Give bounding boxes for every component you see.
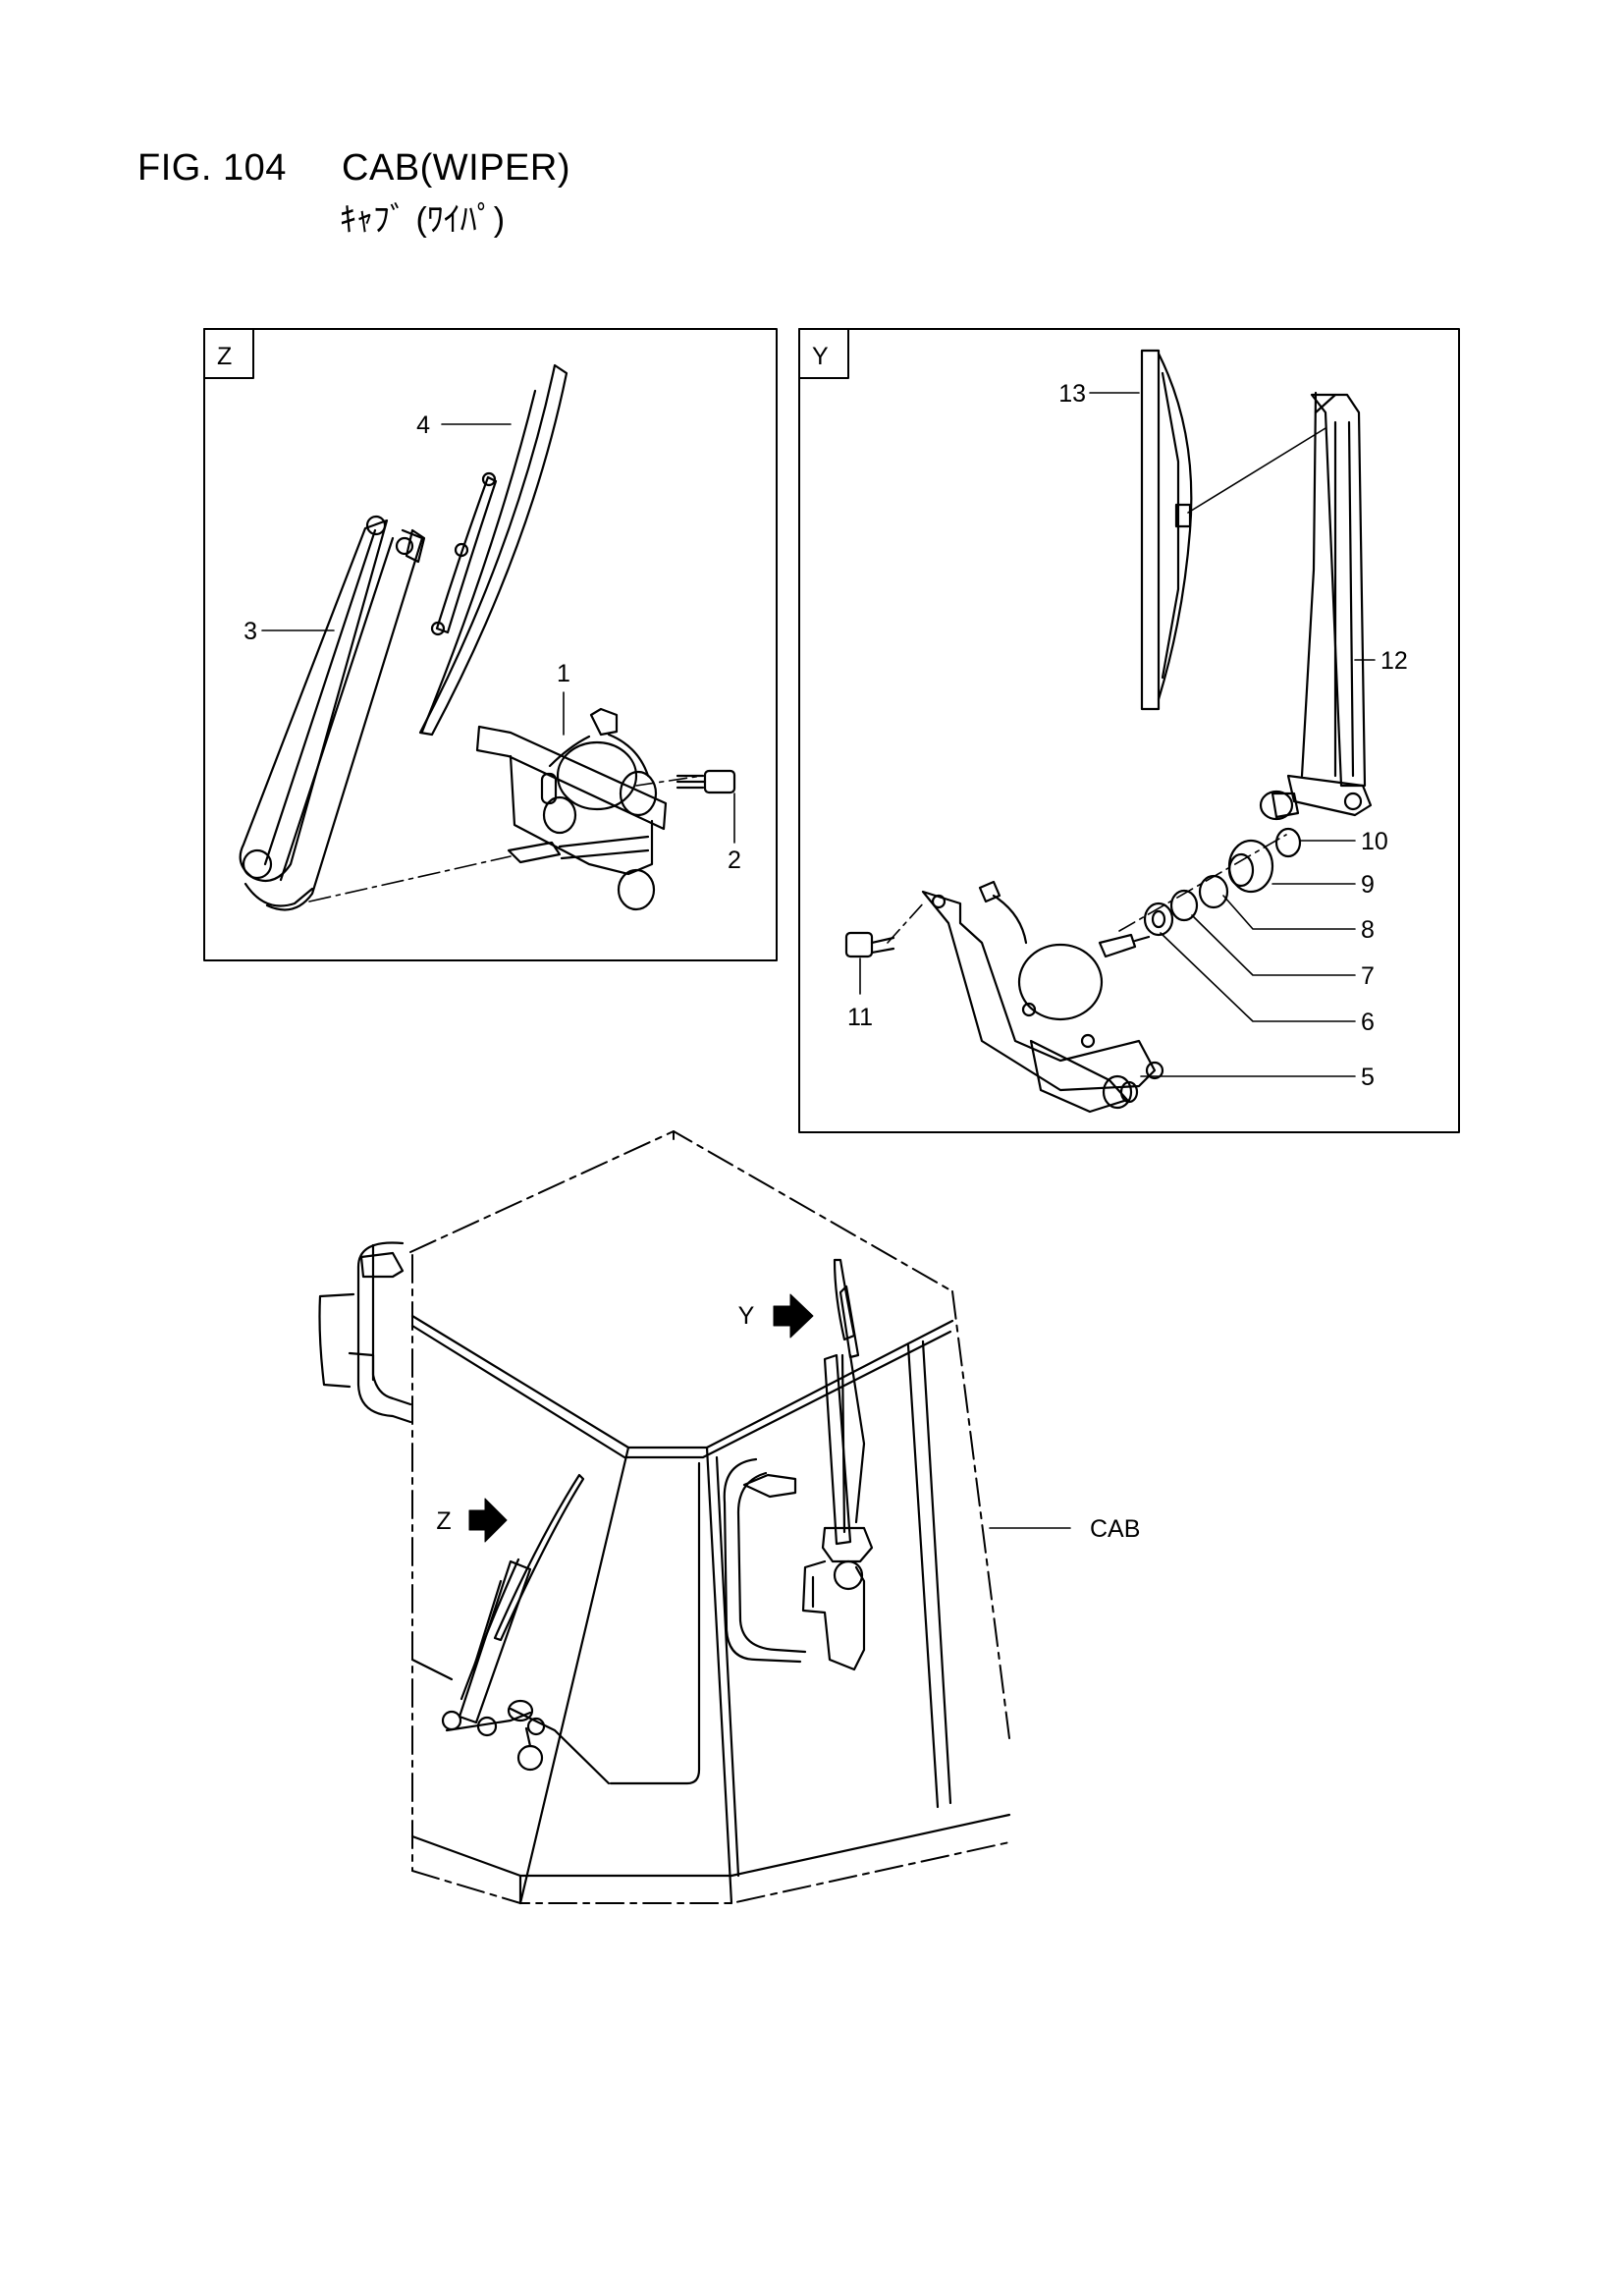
callout-12: 12 [1380,647,1408,675]
figure-title: FIG. 104 CAB(WIPER) [137,147,570,190]
callout-2: 2 [728,847,741,874]
wiper-blade-y [1140,349,1326,711]
callout-3: 3 [243,618,257,645]
callout-8: 8 [1361,916,1375,944]
view-z-tag: Z [217,343,232,370]
callout-13: 13 [1058,380,1086,408]
callout-10: 10 [1361,828,1388,855]
hardware-stack [1143,827,1302,937]
wiper-motor-y [921,880,1164,1114]
arrow-y-label: Y [738,1302,755,1330]
view-z-panel [203,328,778,961]
arrow-z-label: Z [436,1507,451,1535]
callout-7: 7 [1361,962,1375,990]
wiper-arm-y [1259,391,1373,821]
callout-9: 9 [1361,871,1375,899]
arrow-z-icon [468,1498,508,1543]
callout-1: 1 [557,660,570,687]
bolt-y [844,931,895,958]
wiper-motor-z [475,707,668,911]
callout-6: 6 [1361,1009,1375,1036]
wiper-blade-z [418,363,568,737]
view-y-tag: Y [812,343,829,370]
cab-label: CAB [1090,1515,1140,1543]
figure-name: CAB(WIPER) [342,147,570,189]
callout-11: 11 [847,1004,873,1031]
figure-subtitle: ｷｬﾌﾞ (ﾜｲﾊﾟ) [340,201,506,239]
callout-5: 5 [1361,1064,1375,1091]
cab-illustration [318,1130,1011,1905]
callout-4: 4 [416,411,430,439]
arrow-y-icon [773,1293,814,1339]
figure-number: FIG. 104 [137,147,287,189]
bolt-z [676,769,736,794]
view-y-panel [798,328,1460,1133]
wiper-arm-z [239,515,426,911]
